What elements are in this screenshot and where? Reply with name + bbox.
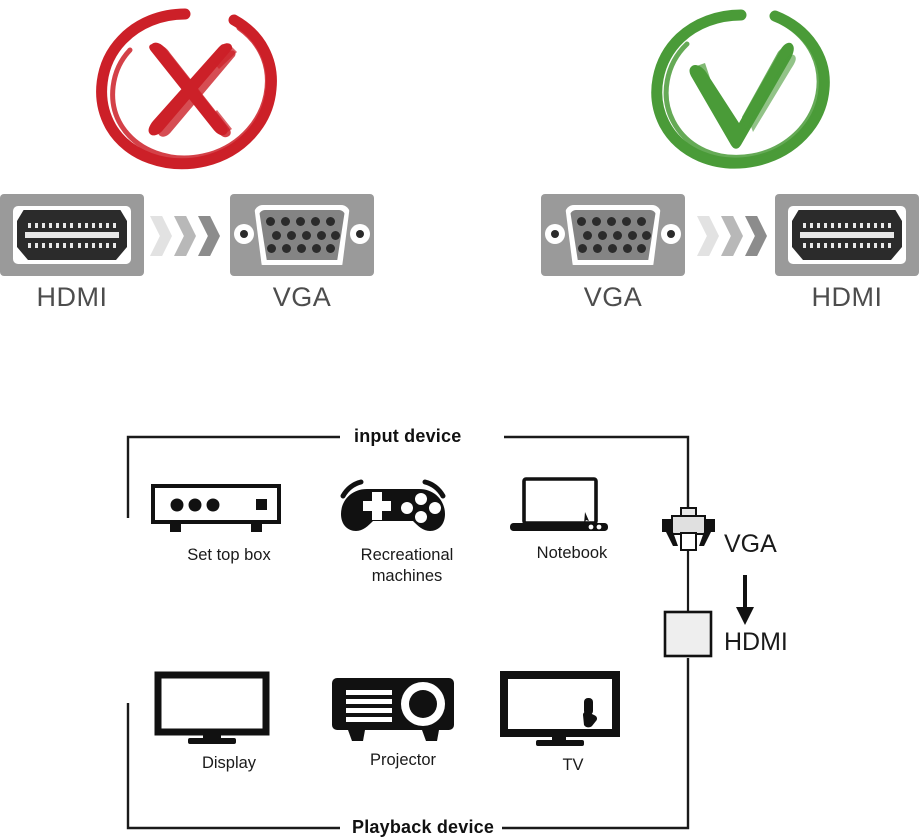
input-device-group-label: input device: [346, 426, 470, 447]
device-label: Display: [201, 754, 257, 772]
device-tv[interactable]: TV: [500, 671, 646, 776]
device-set-top-box[interactable]: Set top box: [150, 482, 308, 566]
green-check-icon: [647, 6, 837, 171]
input-bracket-right: [504, 435, 690, 518]
vga-plug-icon: [660, 507, 716, 554]
monitor-icon: [154, 671, 303, 744]
device-recreational-machines[interactable]: Recreational machines: [337, 476, 477, 587]
playback-device-group-label: Playback device: [344, 817, 503, 838]
adapter-body-icon: [663, 610, 713, 658]
device-projector[interactable]: Projector: [330, 675, 476, 771]
connector-label-hdmi: HDMI: [811, 282, 883, 312]
connector-label-vga: VGA: [272, 282, 332, 312]
chevron-arrows-icon: [697, 216, 769, 256]
vga-screw-left: [234, 224, 254, 244]
connector-flow-correct: VGA: [461, 194, 921, 314]
vga-connector-icon: [541, 194, 685, 276]
connector-hdmi-source: HDMI: [0, 194, 144, 312]
comparison-panel-incorrect: HDMI: [0, 0, 460, 330]
device-label: Set top box: [187, 546, 271, 564]
vga-connector-icon: [230, 194, 374, 276]
set-top-box-icon: [150, 482, 308, 536]
red-cross-icon: [93, 6, 283, 171]
projector-icon: [330, 675, 476, 741]
vga-screw-right: [350, 224, 370, 244]
adapter-output-label: HDMI: [724, 628, 788, 656]
connector-flow-incorrect: HDMI: [0, 194, 460, 314]
vga-screw-right: [661, 224, 681, 244]
device-display[interactable]: Display: [154, 671, 303, 774]
device-notebook[interactable]: Notebook: [505, 476, 639, 564]
device-label: TV: [562, 756, 584, 774]
connector-vga-target: VGA: [230, 194, 374, 312]
tv-icon: [500, 671, 646, 746]
connector-hdmi-target: HDMI: [775, 194, 919, 312]
hdmi-connector-icon: [775, 194, 919, 276]
device-label: Projector: [369, 751, 437, 769]
vga-screw-left: [545, 224, 565, 244]
device-label: Recreational machines: [360, 546, 454, 585]
input-bracket-left: [126, 435, 340, 518]
adapter-input-label: VGA: [724, 530, 777, 558]
connection-diagram: input device Playback device Set top box: [0, 400, 921, 838]
notebook-icon: [505, 476, 639, 534]
device-label: Notebook: [536, 544, 608, 562]
diagram-bracket-lines: [126, 435, 690, 830]
playback-bracket-left: [126, 703, 340, 830]
down-arrow-icon: [728, 575, 764, 627]
playback-bracket-right: [500, 658, 690, 830]
chevron-arrows-icon: [150, 216, 222, 256]
connector-label-vga: VGA: [583, 282, 643, 312]
connector-label-hdmi: HDMI: [36, 282, 108, 312]
connector-vga-source: VGA: [541, 194, 685, 312]
comparison-panel-correct: VGA: [461, 0, 921, 330]
gamepad-icon: [337, 476, 477, 536]
hdmi-connector-icon: [0, 194, 144, 276]
